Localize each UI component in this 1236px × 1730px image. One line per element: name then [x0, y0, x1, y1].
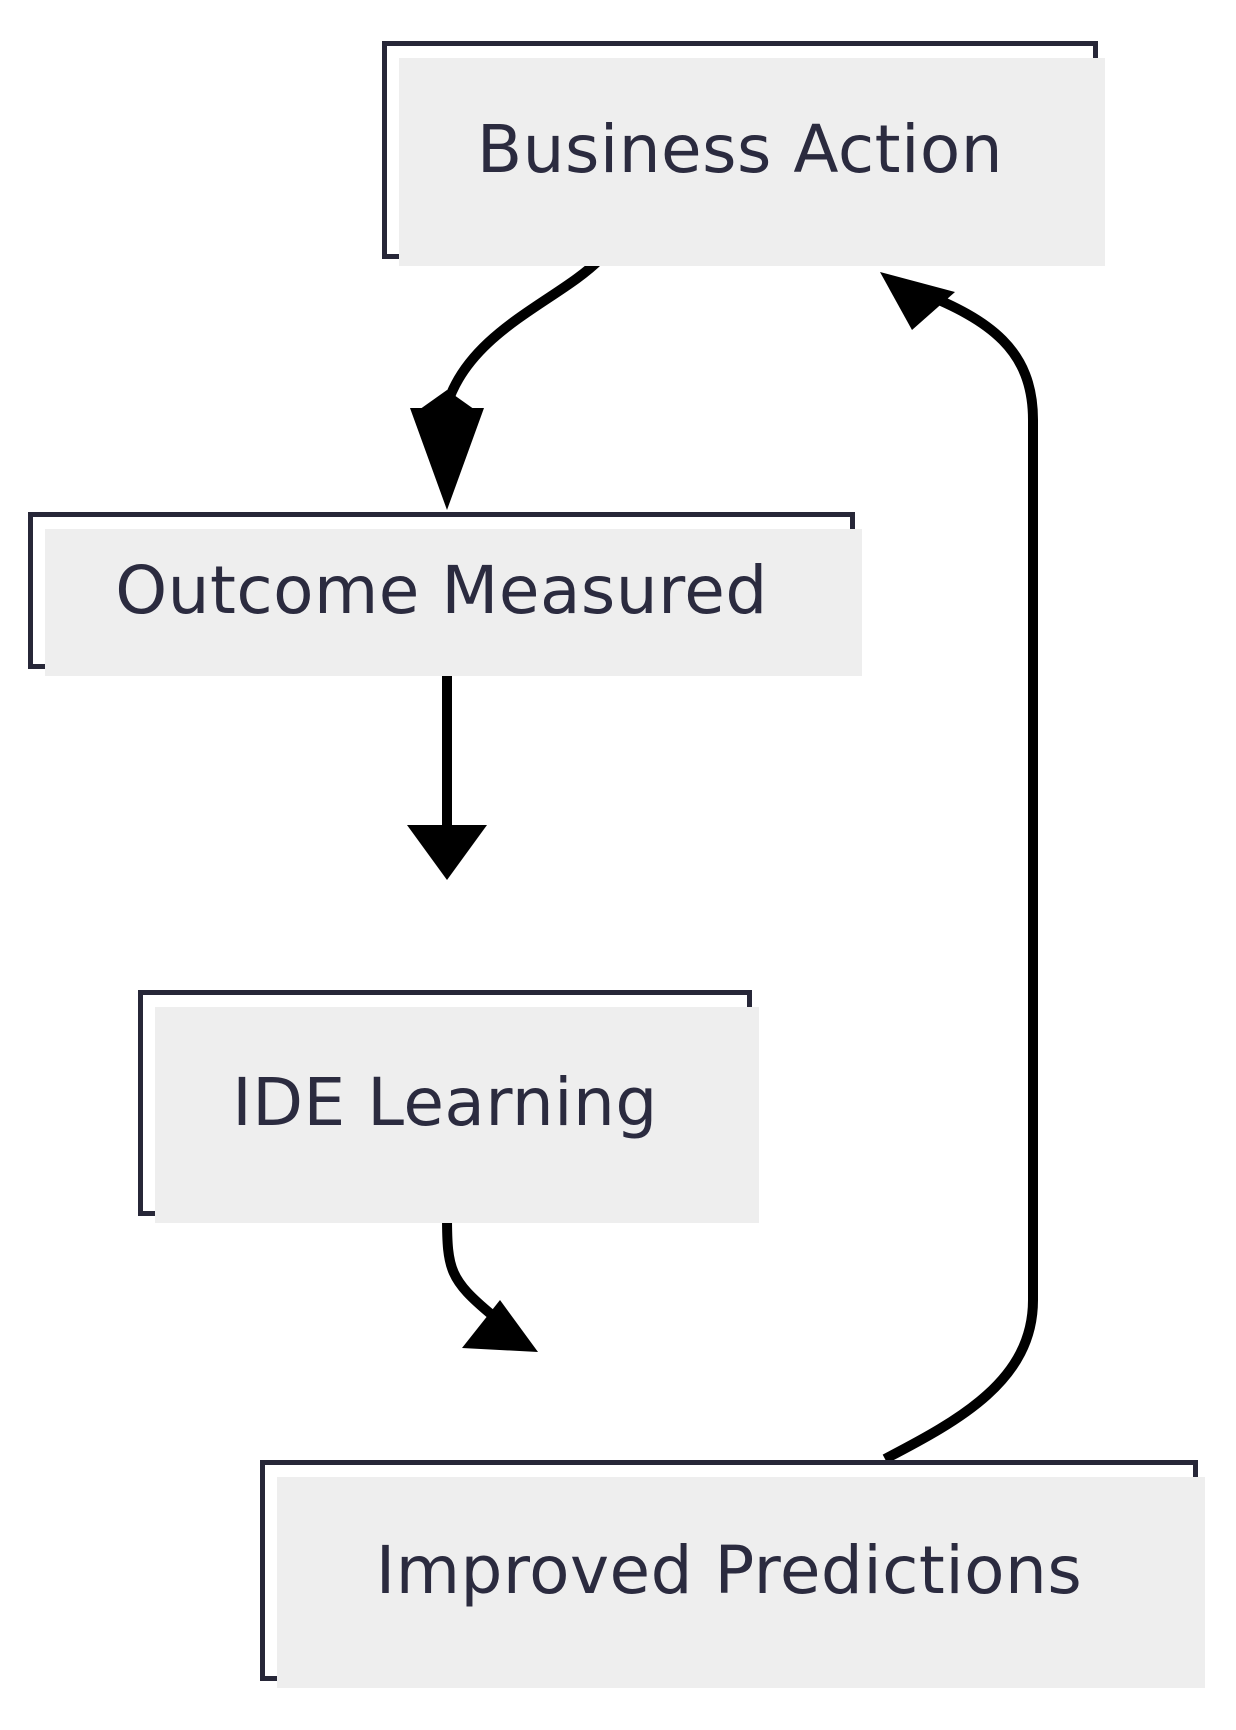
node-ide-learning-label: IDE Learning [232, 1064, 658, 1141]
edge-business-action-to-outcome-measured [410, 255, 604, 510]
node-ide-learning[interactable]: IDE Learning [138, 990, 759, 1223]
arrowhead-icon [880, 272, 955, 330]
edge-outcome-measured-to-ide-learning [407, 669, 487, 880]
node-business-action-label: Business Action [476, 111, 1004, 188]
arrowhead-icon [410, 408, 484, 510]
node-outcome-measured[interactable]: Outcome Measured [28, 512, 862, 676]
arrowhead-icon [407, 825, 487, 880]
arrowhead-icon [462, 1300, 538, 1352]
arrowhead-icon [416, 390, 478, 412]
edge-ide-learning-to-improved-predictions [442, 1215, 538, 1352]
edge-improved-predictions-to-business-action [880, 272, 1038, 1464]
node-outcome-measured-label: Outcome Measured [115, 551, 768, 629]
node-improved-predictions-label: Improved Predictions [375, 1531, 1083, 1609]
node-business-action[interactable]: Business Action [382, 41, 1105, 266]
node-improved-predictions[interactable]: Improved Predictions [260, 1460, 1205, 1688]
